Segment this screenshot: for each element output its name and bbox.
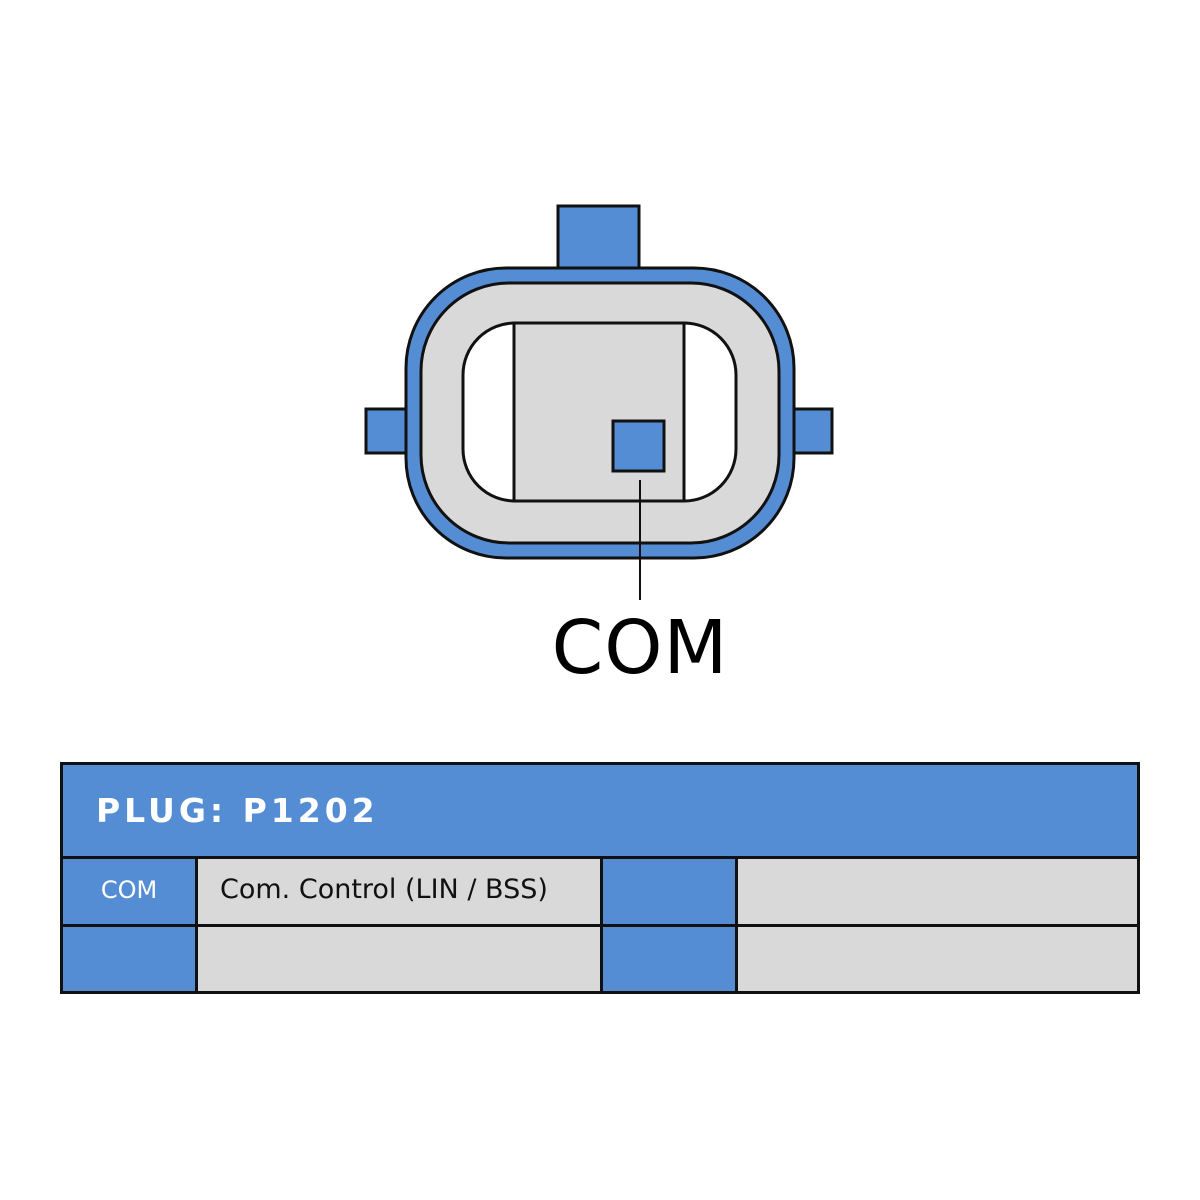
pin-description-cell [198, 927, 603, 991]
plug-header: PLUG: P1202 [63, 765, 1137, 859]
pin-code-cell [603, 859, 738, 927]
pin-description-cell: Com. Control (LIN / BSS) [198, 859, 603, 927]
pin-com [611, 419, 666, 473]
plug-title: PLUG: P1202 [96, 791, 379, 830]
pin-code: COM [100, 876, 158, 904]
terminal-block [512, 321, 686, 503]
pin-code-cell [603, 927, 738, 991]
pin-code-cell [63, 927, 198, 991]
pin-code-cell: COM [63, 859, 198, 927]
connector-top-key [556, 204, 641, 274]
pin-description: Com. Control (LIN / BSS) [220, 874, 548, 905]
pin-label-com: COM [551, 605, 729, 691]
connector-diagram [364, 204, 834, 600]
pin-description-cell [738, 859, 1137, 927]
plug-pinout-table: PLUG: P1202 COM Com. Control (LIN / BSS) [60, 762, 1140, 994]
pin-description-cell [738, 927, 1137, 991]
